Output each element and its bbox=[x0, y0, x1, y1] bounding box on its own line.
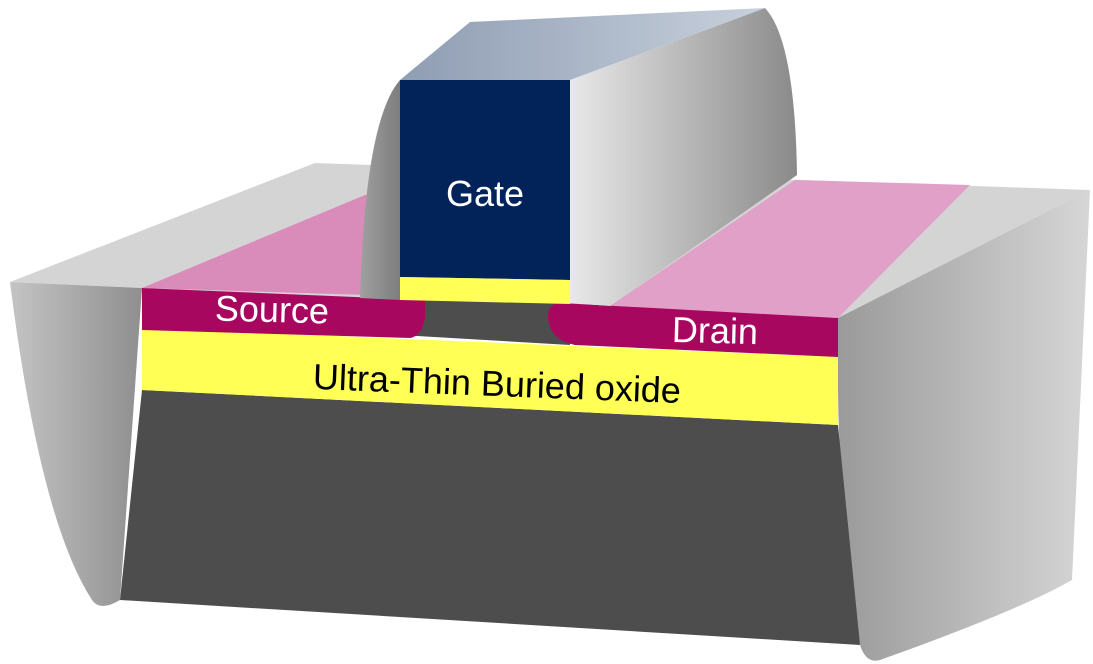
drain-top-region bbox=[610, 180, 970, 318]
gate-top-face bbox=[400, 8, 765, 80]
source-label: Source bbox=[214, 288, 329, 332]
gate-oxide bbox=[400, 277, 570, 304]
substrate-front-face bbox=[120, 390, 860, 645]
drain-region bbox=[548, 303, 838, 357]
gate-spacer-left bbox=[360, 80, 400, 300]
gate-electrode bbox=[400, 80, 570, 280]
source-region bbox=[142, 288, 425, 338]
substrate-left-face bbox=[10, 282, 142, 606]
channel bbox=[400, 298, 570, 345]
drain-label: Drain bbox=[671, 309, 758, 352]
gate-label: Gate bbox=[446, 173, 524, 214]
source-top-region bbox=[142, 195, 400, 296]
gate-spacer-right bbox=[570, 8, 797, 306]
buried-oxide-layer bbox=[142, 328, 838, 425]
substrate-right-face bbox=[837, 190, 1090, 661]
